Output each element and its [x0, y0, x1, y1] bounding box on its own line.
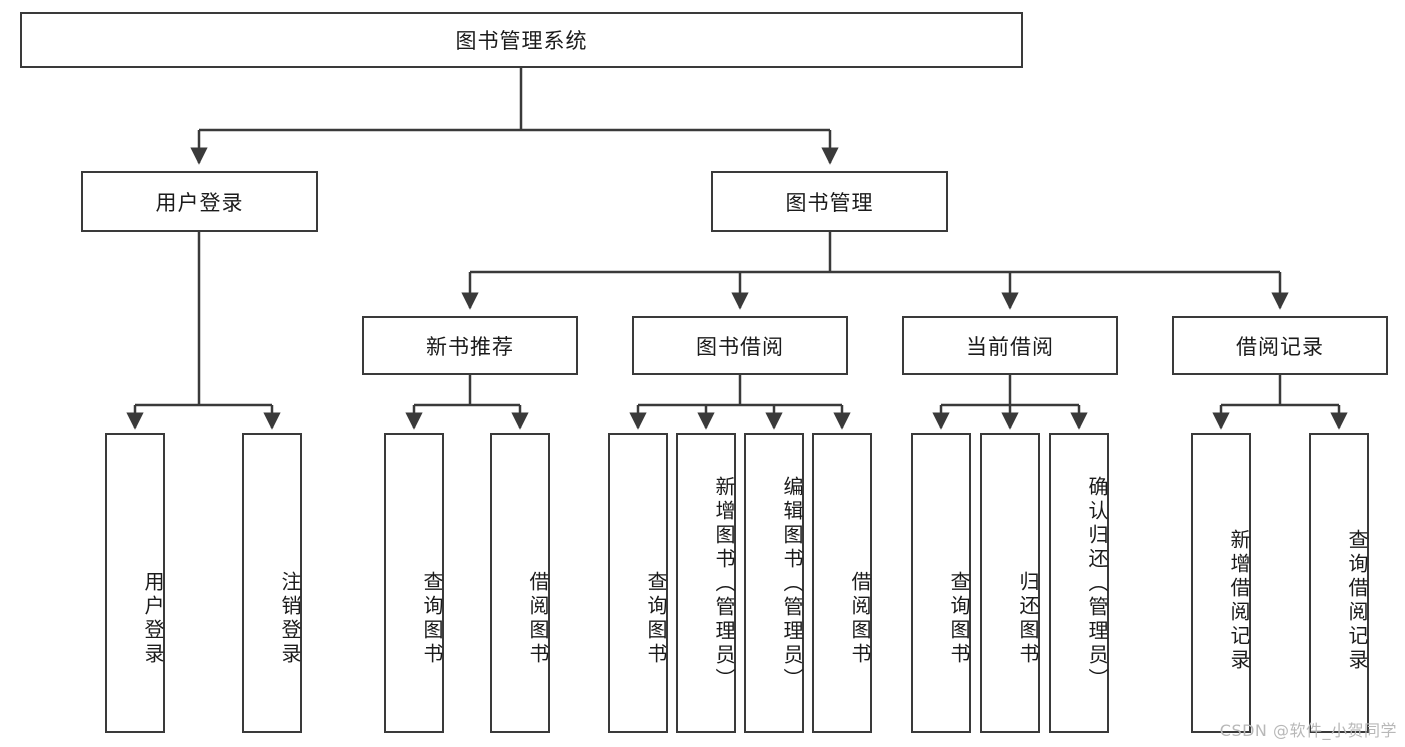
leaf-new-book-query-book[interactable]: 查询图书: [384, 433, 444, 733]
node-label: 图书借阅: [696, 334, 784, 359]
leaf-current-confirm-return-admin[interactable]: 确认归还（管理员）: [1049, 433, 1109, 733]
leaf-user-login-login[interactable]: 用户登录: [105, 433, 165, 733]
leaf-borrow-edit-book-admin[interactable]: 编辑图书（管理员）: [744, 433, 804, 733]
node-label: 查询借阅记录: [1345, 529, 1369, 673]
node-label: 图书管理系统: [455, 29, 588, 53]
node-label: 查询图书: [644, 571, 668, 667]
node-current-borrow[interactable]: 当前借阅: [902, 316, 1118, 375]
node-user-login[interactable]: 用户登录: [81, 171, 318, 232]
node-label: 注销登录: [278, 571, 302, 667]
node-book-borrow[interactable]: 图书借阅: [632, 316, 848, 375]
leaf-borrow-add-book-admin[interactable]: 新增图书（管理员）: [676, 433, 736, 733]
node-label: 用户登录: [155, 190, 244, 215]
node-label: 借阅图书: [848, 571, 872, 667]
node-label: 新增借阅记录: [1227, 529, 1251, 673]
leaf-new-book-borrow-book[interactable]: 借阅图书: [490, 433, 550, 733]
node-label: 查询图书: [947, 571, 971, 667]
node-label: 借阅记录: [1236, 334, 1324, 359]
node-label: 用户登录: [141, 571, 165, 667]
leaf-record-add-borrow-record[interactable]: 新增借阅记录: [1191, 433, 1251, 733]
node-new-book-recommend[interactable]: 新书推荐: [362, 316, 578, 375]
leaf-current-return-book[interactable]: 归还图书: [980, 433, 1040, 733]
node-label: 新增图书（管理员）: [712, 476, 736, 692]
leaf-record-query-borrow-record[interactable]: 查询借阅记录: [1309, 433, 1369, 733]
leaf-user-login-logout[interactable]: 注销登录: [242, 433, 302, 733]
leaf-borrow-query-book[interactable]: 查询图书: [608, 433, 668, 733]
node-label: 新书推荐: [426, 334, 514, 359]
node-book-management[interactable]: 图书管理: [711, 171, 948, 232]
node-borrow-record[interactable]: 借阅记录: [1172, 316, 1388, 375]
node-label: 确认归还（管理员）: [1085, 476, 1109, 692]
node-label: 图书管理: [785, 190, 874, 215]
node-label: 借阅图书: [526, 571, 550, 667]
leaf-current-query-book[interactable]: 查询图书: [911, 433, 971, 733]
node-label: 查询图书: [420, 571, 444, 667]
node-root-book-management-system[interactable]: 图书管理系统: [20, 12, 1023, 68]
node-label: 当前借阅: [966, 334, 1054, 359]
leaf-borrow-borrow-book[interactable]: 借阅图书: [812, 433, 872, 733]
node-label: 归还图书: [1016, 571, 1040, 667]
csdn-watermark: CSDN @软件_小贺同学: [1219, 721, 1397, 740]
node-label: 编辑图书（管理员）: [780, 476, 804, 692]
